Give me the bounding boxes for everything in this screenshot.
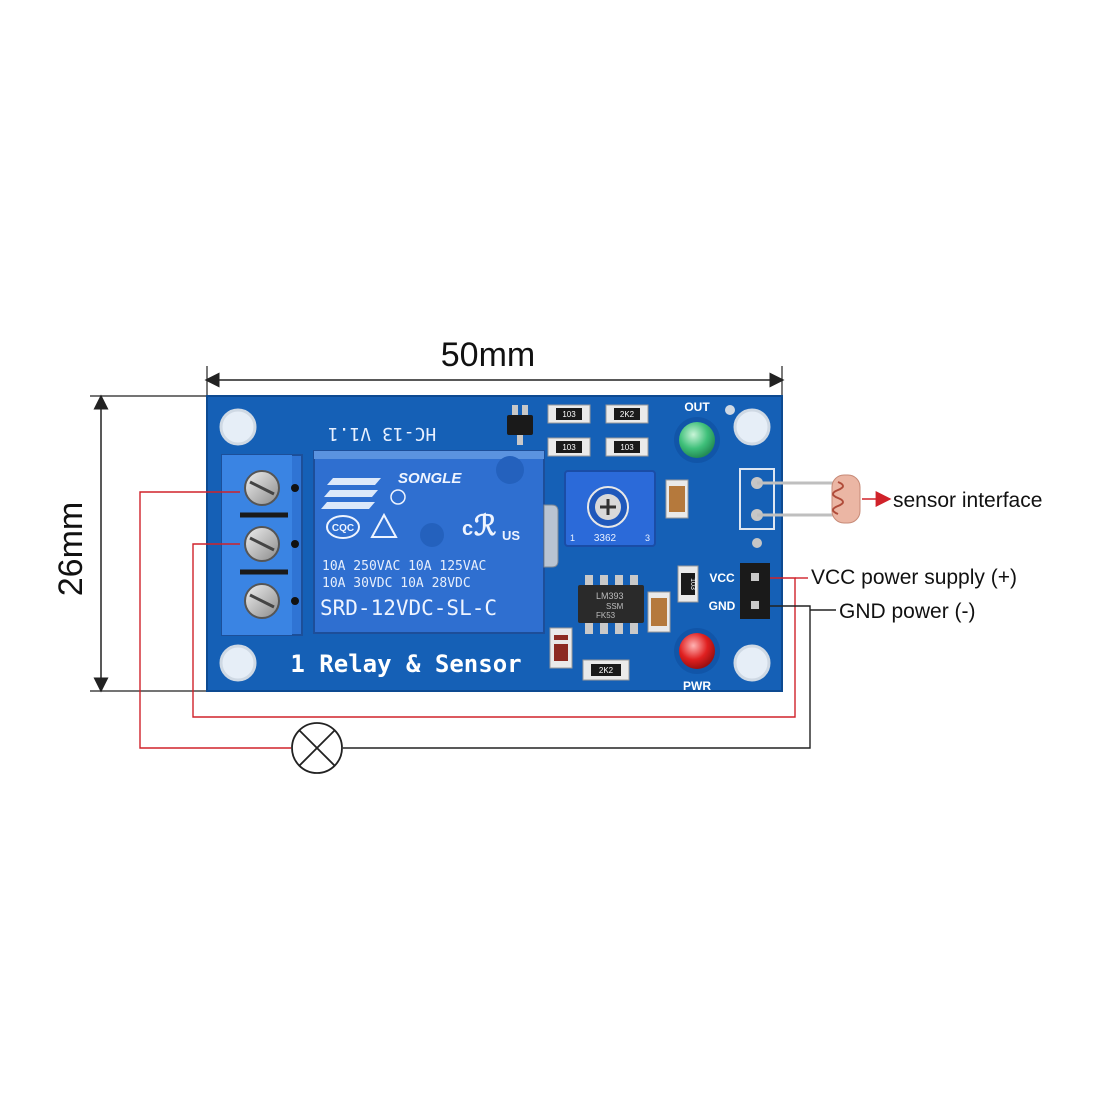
svg-text:103: 103: [620, 443, 634, 452]
led-out: OUT: [674, 400, 720, 463]
terminal-screw-1[interactable]: [244, 470, 280, 506]
cert-us: US: [502, 528, 520, 543]
ic-line3: FK53: [596, 611, 616, 620]
ic-line2: SSM: [606, 602, 624, 611]
warning-triangle-icon: [370, 512, 398, 538]
pot-pin3: 3: [645, 533, 650, 543]
power-header: VCC GND: [709, 563, 770, 619]
pin-gnd-label: GND: [709, 599, 736, 613]
terminal-screw-3[interactable]: [244, 583, 280, 619]
mounting-hole-bottom-right: [733, 644, 771, 682]
svg-text:103: 103: [562, 443, 576, 452]
diode: [549, 627, 573, 669]
relay-bracket: [543, 504, 559, 568]
wiring: [139, 491, 892, 774]
ul-mark-icon: ℛ: [474, 510, 496, 541]
transistor: [507, 405, 533, 445]
photoresistor: [757, 474, 861, 524]
wire-terminal1-to-lamp: [139, 491, 291, 749]
pot-pin1: 1: [570, 533, 575, 543]
pcb-label: HC-13 V1.1: [328, 423, 436, 444]
pot-label: 3362: [594, 533, 617, 544]
green-led-icon: [679, 422, 715, 458]
sensor-header: [739, 468, 775, 548]
resistor-r6: 2K2: [582, 659, 630, 681]
pin-vcc-label: VCC: [709, 571, 735, 585]
svg-text:103: 103: [562, 410, 576, 419]
led-pwr: PWR: [674, 628, 720, 693]
height-label: 26mm: [52, 502, 90, 596]
svg-text:103: 103: [689, 578, 696, 590]
silkscreen-title: 1 Relay & Sensor: [290, 650, 521, 678]
height-dimension: 26mm: [52, 394, 207, 693]
callout-gnd: GND power (-): [839, 600, 976, 623]
resistor-r1: 103: [547, 404, 591, 424]
potentiometer[interactable]: 1 3362 3: [564, 470, 656, 547]
svg-text:2K2: 2K2: [620, 410, 635, 419]
songle-logo: [321, 478, 381, 509]
cqc-icon: [326, 515, 360, 539]
mounting-hole-top-left: [219, 408, 257, 446]
relay-model: SRD-12VDC-SL-C: [320, 596, 497, 620]
relay-rating-line1: 10A 250VAC 10A 125VAC: [322, 559, 486, 574]
callout-sensor: sensor interface: [893, 489, 1042, 512]
resistor-r4: 103: [605, 437, 649, 457]
smd-capacitors: [647, 479, 689, 633]
cert-cqc: CQC: [332, 523, 354, 534]
led-out-label: OUT: [684, 400, 710, 414]
wire-lamp-to-gnd: [343, 605, 811, 749]
width-label: 50mm: [441, 336, 535, 374]
ic-lm393: LM393 SSM FK53: [578, 575, 644, 634]
resistor-r3: 103: [547, 437, 591, 457]
width-dimension: 50mm: [204, 336, 785, 398]
terminal-screw-2[interactable]: [244, 526, 280, 562]
svg-text:2K2: 2K2: [599, 666, 614, 675]
smd-resistors: 103 2K2 103 103 103 2K2: [547, 404, 699, 681]
mounting-hole-bottom-left: [219, 644, 257, 682]
callout-vcc: VCC power supply (+): [811, 566, 1017, 589]
red-led-icon: [679, 633, 715, 669]
resistor-r2: 2K2: [605, 404, 649, 424]
resistor-r5: 103: [677, 565, 699, 603]
relay: SONGLE CQC c ℛ US 10A 250VAC 10A 125VAC …: [313, 450, 545, 634]
wire-terminal2-to-vcc: [192, 543, 796, 718]
screw-terminal-block: [221, 454, 303, 636]
ul-icon: c: [462, 518, 473, 540]
ic-line1: LM393: [596, 591, 624, 601]
mounting-hole-top-right: [733, 408, 771, 446]
relay-rating-line2: 10A 30VDC 10A 28VDC: [322, 576, 471, 591]
led-pwr-label: PWR: [683, 679, 711, 693]
relay-brand: SONGLE: [398, 470, 462, 487]
registered-icon: [390, 489, 406, 505]
lamp-icon: [291, 722, 343, 774]
